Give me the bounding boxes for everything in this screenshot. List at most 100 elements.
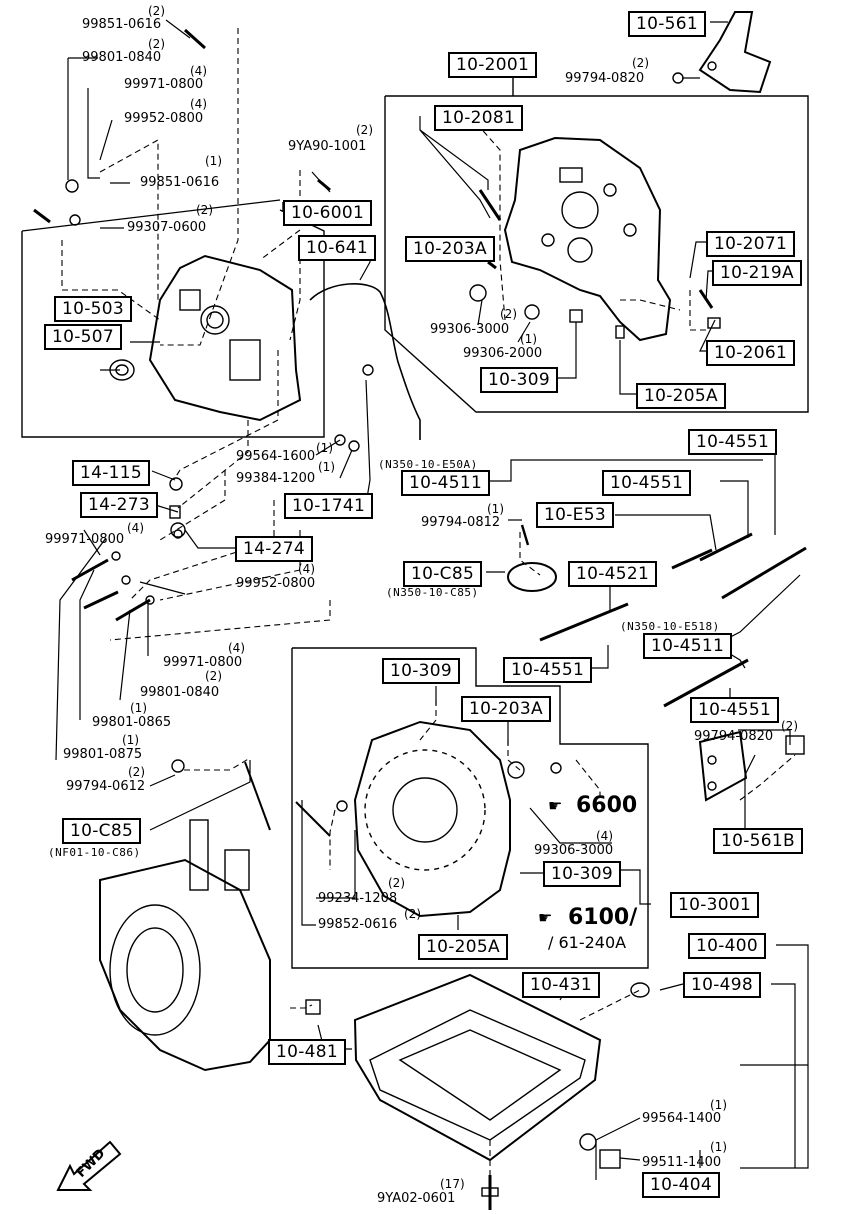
part-number: 99564-1400 xyxy=(642,1111,722,1126)
part-qty: (2) xyxy=(356,123,373,137)
callout-10-4511: 10-4511 xyxy=(401,470,491,496)
callout-10-400: 10-400 xyxy=(688,933,767,959)
note-n350-10-e50a: (N350-10-E50A) xyxy=(378,458,478,471)
part-number: 99511-1400 xyxy=(642,1155,722,1170)
part-qty: (2) xyxy=(632,56,649,70)
part-number: 99234-1208 xyxy=(318,891,398,906)
part-number: 99971-0800 xyxy=(45,532,125,547)
part-number: 99851-0616 xyxy=(140,175,220,190)
callout-10-503: 10-503 xyxy=(54,296,133,322)
part-number: 99801-0840 xyxy=(82,50,162,65)
callout-10-C85: 10-C85 xyxy=(62,818,142,844)
part-qty: (2) xyxy=(148,37,165,51)
part-number: 99801-0865 xyxy=(92,715,172,730)
part-number: 99794-0820 xyxy=(565,71,645,86)
callout-10-641: 10-641 xyxy=(298,235,377,261)
callout-10-2061: 10-2061 xyxy=(706,340,796,366)
part-number: 99306-2000 xyxy=(463,346,543,361)
callout-10-2001: 10-2001 xyxy=(448,52,538,78)
callout-10-431: 10-431 xyxy=(522,972,601,998)
callout-10-4551: 10-4551 xyxy=(503,657,593,683)
reference-6100: 6100/ xyxy=(568,905,638,930)
part-qty: (2) xyxy=(148,4,165,18)
callout-10-309: 10-309 xyxy=(543,861,622,887)
part-number: 99306-3000 xyxy=(534,843,614,858)
part-qty: (2) xyxy=(388,876,405,890)
part-number: 99801-0840 xyxy=(140,685,220,700)
callout-10-4511: 10-4511 xyxy=(643,633,733,659)
callout-10-404: 10-404 xyxy=(642,1172,721,1198)
callout-10-2071: 10-2071 xyxy=(706,231,796,257)
part-qty: (1) xyxy=(122,733,139,747)
part-number: 99306-3000 xyxy=(430,322,510,337)
part-number: 99971-0800 xyxy=(163,655,243,670)
fwd-arrow-icon xyxy=(56,1140,122,1191)
part-qty: (1) xyxy=(710,1140,727,1154)
part-number: 9YA90-1001 xyxy=(288,139,367,154)
part-number: 99801-0875 xyxy=(63,747,143,762)
callout-10-205A: 10-205A xyxy=(636,383,726,409)
callout-10-4551: 10-4551 xyxy=(602,470,692,496)
reference-6600: 6600 xyxy=(576,793,638,818)
part-qty: (1) xyxy=(520,332,537,346)
callout-10-2081: 10-2081 xyxy=(434,105,524,131)
part-number: 99794-0820 xyxy=(694,729,774,744)
callout-10-1741: 10-1741 xyxy=(284,493,374,519)
note-n350-10-e518: (N350-10-E518) xyxy=(620,620,720,633)
callout-10-6001: 10-6001 xyxy=(283,200,373,226)
part-qty: (1) xyxy=(487,502,504,516)
callout-10-481: 10-481 xyxy=(268,1039,347,1065)
part-number: 99794-0812 xyxy=(421,515,501,530)
reference-61-240a: / 61-240A xyxy=(548,933,627,952)
callout-10-498: 10-498 xyxy=(683,972,762,998)
part-number: 99307-0600 xyxy=(127,220,207,235)
callout-10-4551: 10-4551 xyxy=(688,429,778,455)
part-qty: (2) xyxy=(205,669,222,683)
callout-10-4551: 10-4551 xyxy=(690,697,780,723)
callout-10-309: 10-309 xyxy=(480,367,559,393)
callout-10-561: 10-561 xyxy=(628,11,707,37)
callout-14-274: 14-274 xyxy=(235,536,314,562)
part-number: 9YA02-0601 xyxy=(377,1191,456,1206)
part-qty: (4) xyxy=(190,97,207,111)
callout-10-507: 10-507 xyxy=(44,324,123,350)
part-number: 99794-0612 xyxy=(66,779,146,794)
part-number: 99952-0800 xyxy=(236,576,316,591)
part-qty: (2) xyxy=(404,907,421,921)
part-number: 99952-0800 xyxy=(124,111,204,126)
part-qty: (1) xyxy=(316,441,333,455)
callout-10-219A: 10-219A xyxy=(712,260,802,286)
part-number: 99564-1600 xyxy=(236,449,316,464)
part-number: 99852-0616 xyxy=(318,917,398,932)
part-qty: (4) xyxy=(298,562,315,576)
part-number: 99851-0616 xyxy=(82,17,162,32)
callout-10-205A: 10-205A xyxy=(418,934,508,960)
callout-10-203A: 10-203A xyxy=(461,696,551,722)
part-number: 99384-1200 xyxy=(236,471,316,486)
part-qty: (4) xyxy=(228,641,245,655)
part-qty: (17) xyxy=(440,1177,465,1191)
callout-10-3001: 10-3001 xyxy=(670,892,760,918)
part-qty: (2) xyxy=(128,765,145,779)
callout-10-203A: 10-203A xyxy=(405,236,495,262)
part-qty: (2) xyxy=(500,307,517,321)
callout-10-309: 10-309 xyxy=(382,658,461,684)
callout-10-4521: 10-4521 xyxy=(568,561,658,587)
part-qty: (1) xyxy=(318,460,335,474)
part-qty: (1) xyxy=(710,1098,727,1112)
callout-14-115: 14-115 xyxy=(72,460,151,486)
part-qty: (2) xyxy=(196,203,213,217)
part-qty: (4) xyxy=(127,521,144,535)
part-qty: (4) xyxy=(190,64,207,78)
part-qty: (2) xyxy=(781,719,798,733)
part-qty: (1) xyxy=(130,701,147,715)
callout-10-C85: 10-C85 xyxy=(403,561,483,587)
callout-10-E53: 10-E53 xyxy=(536,502,614,528)
note-nf01-10-c86: (NF01-10-C86) xyxy=(48,846,141,859)
hand-pointer-icon: ☛ xyxy=(548,796,563,815)
part-qty: (4) xyxy=(596,829,613,843)
part-qty: (1) xyxy=(205,154,222,168)
callout-14-273: 14-273 xyxy=(80,492,159,518)
